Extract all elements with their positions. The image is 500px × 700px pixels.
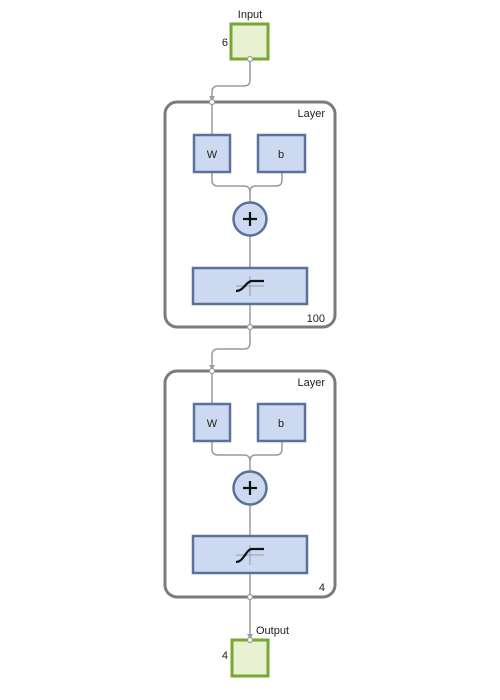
- layer-2-out-port: [246, 593, 254, 601]
- layer-2-sum-node[interactable]: [232, 470, 268, 506]
- output-node: Output 4: [222, 625, 289, 678]
- layer-1-bias-wire: [249, 172, 283, 193]
- wire-input-to-layer1: [211, 59, 251, 102]
- layer-2-bias-wire: [249, 441, 283, 462]
- input-size: 6: [222, 37, 228, 49]
- layer-1: Layer W b 100: [163, 98, 337, 331]
- input-box[interactable]: [229, 22, 270, 61]
- layer-2-weight-block[interactable]: [192, 402, 232, 443]
- input-label: Input: [238, 9, 262, 21]
- layer-2-size: 4: [319, 582, 325, 594]
- plus-icon: [243, 212, 257, 226]
- layer-1-in-port: [208, 98, 216, 106]
- input-port: [246, 55, 254, 63]
- input-node: Input 6: [222, 9, 270, 61]
- layer-1-transfer-block[interactable]: [191, 266, 309, 306]
- layer-1-bias-block[interactable]: [256, 133, 307, 174]
- layer-1-weight-block[interactable]: [192, 133, 232, 174]
- output-box[interactable]: [230, 638, 270, 678]
- arrow-head-icon: [209, 365, 215, 370]
- layer-2: Layer W b 4: [163, 367, 337, 601]
- layer-1-title: Layer: [297, 108, 325, 120]
- layer-1-bias-label: b: [278, 149, 284, 161]
- sigmoid-transfer-icon: [235, 276, 264, 296]
- layer-2-bias-label: b: [278, 418, 284, 430]
- wire-layer1-to-layer2: [211, 329, 251, 371]
- layer-1-size: 100: [307, 313, 325, 325]
- layer-2-weight-label: W: [207, 418, 218, 430]
- layer-1-sum-node[interactable]: [232, 201, 268, 237]
- plus-icon: [243, 481, 257, 495]
- arrow-head-icon: [209, 96, 215, 101]
- sigmoid-transfer-icon: [235, 545, 264, 565]
- layer-2-in-port: [208, 367, 216, 375]
- output-size: 4: [222, 650, 228, 662]
- arrow-head-icon: [247, 634, 253, 639]
- output-port: [246, 636, 254, 644]
- layer-1-out-port: [246, 323, 254, 331]
- layer-2-bias-block[interactable]: [256, 402, 307, 443]
- layer-2-transfer-block[interactable]: [191, 534, 309, 575]
- layer-2-title: Layer: [297, 377, 325, 389]
- layer-1-weight-label: W: [207, 149, 218, 161]
- output-label: Output: [256, 625, 289, 637]
